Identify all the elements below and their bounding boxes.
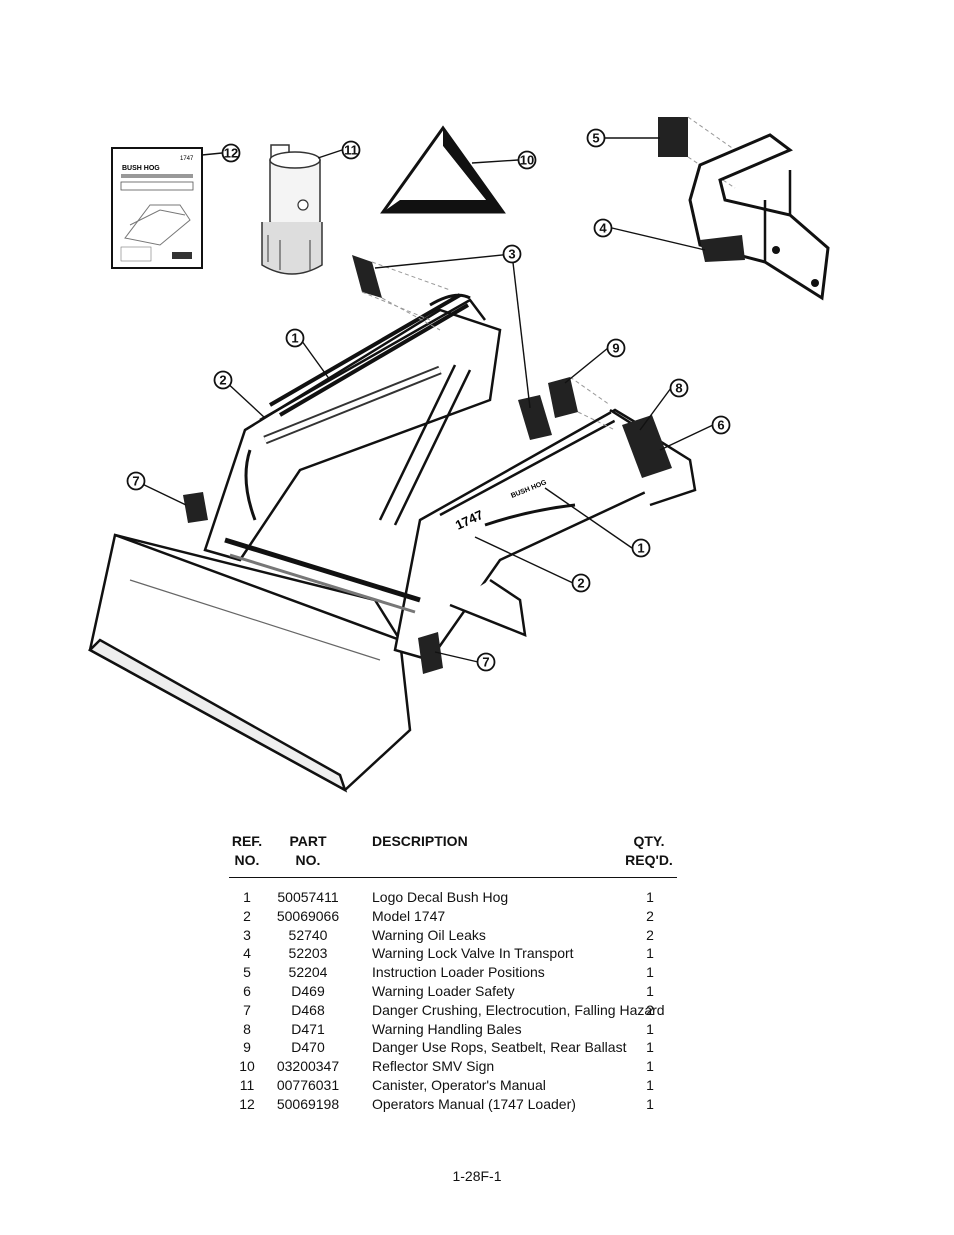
manual-canister-illustration xyxy=(261,144,323,275)
svg-text:10: 10 xyxy=(520,153,534,168)
callout-2: 2 xyxy=(213,370,233,390)
manual-model: 1747 xyxy=(180,156,194,162)
svg-text:9: 9 xyxy=(612,341,619,356)
callout-11: 11 xyxy=(341,140,361,160)
callout-7: 7 xyxy=(126,471,146,491)
page-number: 1-28F-1 xyxy=(452,1168,502,1184)
callout-bubbles: 12 11 10 5 4 3 1 2 7 9 8 6 1 2 7 xyxy=(126,128,731,672)
exploded-parts-diagram: BUSH HOG 1747 xyxy=(87,116,830,793)
callout-5: 5 xyxy=(586,128,606,148)
header-ref: REF. NO. xyxy=(231,833,263,868)
callout-4: 4 xyxy=(593,218,613,238)
callout-1: 1 xyxy=(285,328,305,348)
callout-10: 10 xyxy=(517,150,537,170)
parts-table: REF. NO. PART NO. DESCRIPTION QTY. REQ'D… xyxy=(229,832,677,1112)
svg-text:1: 1 xyxy=(637,541,644,556)
table-header: REF. NO. PART NO. DESCRIPTION QTY. REQ'D… xyxy=(229,832,677,876)
manual-brand: BUSH HOG xyxy=(122,165,160,172)
header-qty: QTY. REQ'D. xyxy=(625,833,673,868)
loader-illustration xyxy=(87,293,697,793)
svg-text:2: 2 xyxy=(219,373,226,388)
header-divider xyxy=(229,877,677,878)
header-description: DESCRIPTION xyxy=(372,833,468,849)
valve-lock-bracket-illustration xyxy=(658,116,830,301)
operators-manual-illustration: BUSH HOG 1747 xyxy=(111,147,203,269)
callout-7-lower: 7 xyxy=(476,652,496,672)
svg-text:7: 7 xyxy=(132,474,139,489)
svg-text:8: 8 xyxy=(675,381,682,396)
svg-text:5: 5 xyxy=(592,131,599,146)
smv-sign-illustration xyxy=(380,125,506,214)
svg-text:2: 2 xyxy=(577,576,584,591)
callout-9: 9 xyxy=(606,338,626,358)
svg-text:4: 4 xyxy=(599,221,607,236)
callout-2-lower: 2 xyxy=(571,573,591,593)
callout-6: 6 xyxy=(711,415,731,435)
svg-text:1: 1 xyxy=(291,331,298,346)
svg-text:3: 3 xyxy=(508,247,515,262)
callout-8: 8 xyxy=(669,378,689,398)
svg-text:11: 11 xyxy=(344,143,358,158)
svg-text:6: 6 xyxy=(717,418,724,433)
leader-lines xyxy=(135,137,714,663)
svg-text:12: 12 xyxy=(224,146,238,161)
svg-text:7: 7 xyxy=(482,655,489,670)
header-part: PART NO. xyxy=(289,833,327,868)
callout-12: 12 xyxy=(221,143,241,163)
callout-1-lower: 1 xyxy=(631,538,651,558)
loader-decals xyxy=(183,255,672,674)
callout-3: 3 xyxy=(502,244,522,264)
